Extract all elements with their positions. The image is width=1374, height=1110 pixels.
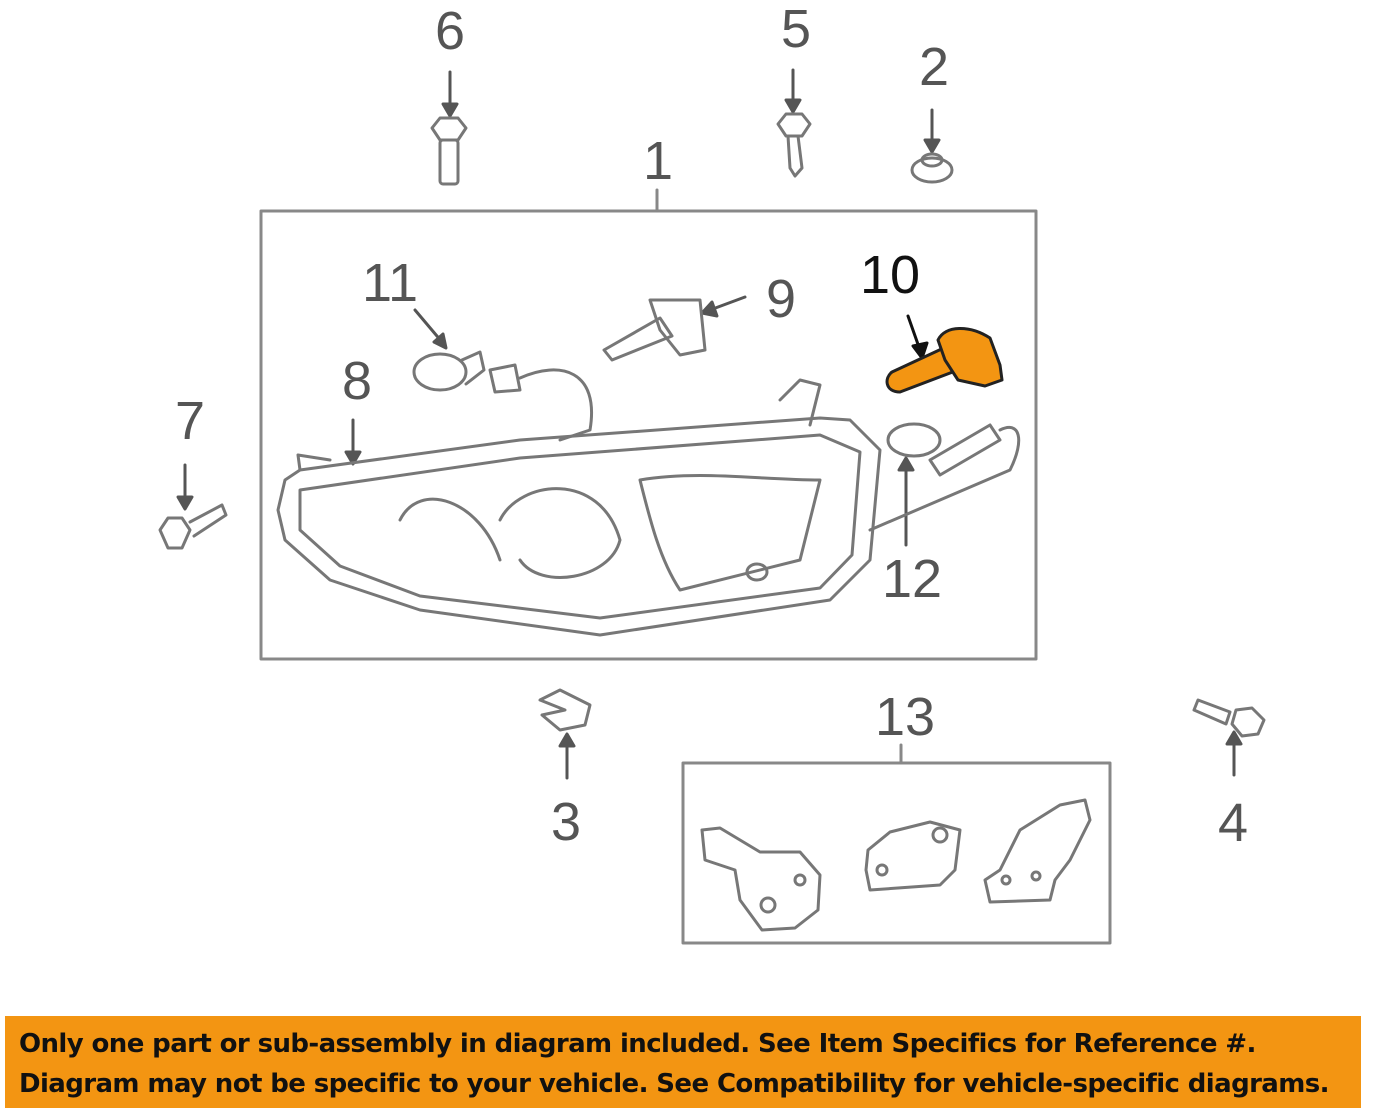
callout-1: 1 <box>642 131 674 191</box>
bolt-6-icon <box>430 116 468 186</box>
callout-8: 8 <box>341 351 373 411</box>
bulb-9-icon <box>602 298 707 362</box>
arrows <box>176 68 1243 780</box>
bracket-box <box>681 761 1112 945</box>
bolt-7-icon <box>158 503 228 550</box>
callout-7: 7 <box>174 391 206 451</box>
callout-4: 4 <box>1217 793 1249 853</box>
callout-9: 9 <box>765 269 797 329</box>
bracket-13a-icon <box>700 826 822 932</box>
callout-10: 10 <box>859 245 921 305</box>
callout-3: 3 <box>550 792 582 852</box>
disclaimer-banner: Only one part or sub-assembly in diagram… <box>5 1016 1361 1108</box>
callout-11: 11 <box>361 253 419 313</box>
disclaimer-line-2: Diagram may not be specific to your vehi… <box>19 1069 1329 1099</box>
callout-12: 12 <box>881 549 943 609</box>
screw-5-icon <box>776 112 812 178</box>
clip-3-icon <box>538 688 592 732</box>
bulb-11-icon <box>412 350 486 392</box>
callout-5: 5 <box>780 0 812 59</box>
highlighted-bulb-10-icon <box>885 327 1004 394</box>
assembly-box <box>259 209 1038 661</box>
bracket-13c-icon <box>983 798 1092 904</box>
bolt-4-icon <box>1192 698 1266 738</box>
bracket-13b-icon <box>864 820 962 892</box>
bulb-12-icon <box>868 422 1021 532</box>
socket-wire <box>488 363 593 442</box>
clip-2-icon <box>910 152 954 184</box>
callout-2: 2 <box>918 37 950 97</box>
disclaimer-line-1: Only one part or sub-assembly in diagram… <box>19 1029 1256 1059</box>
callout-13: 13 <box>874 687 936 747</box>
headlight-housing-8 <box>276 378 882 637</box>
callout-6: 6 <box>434 1 466 61</box>
